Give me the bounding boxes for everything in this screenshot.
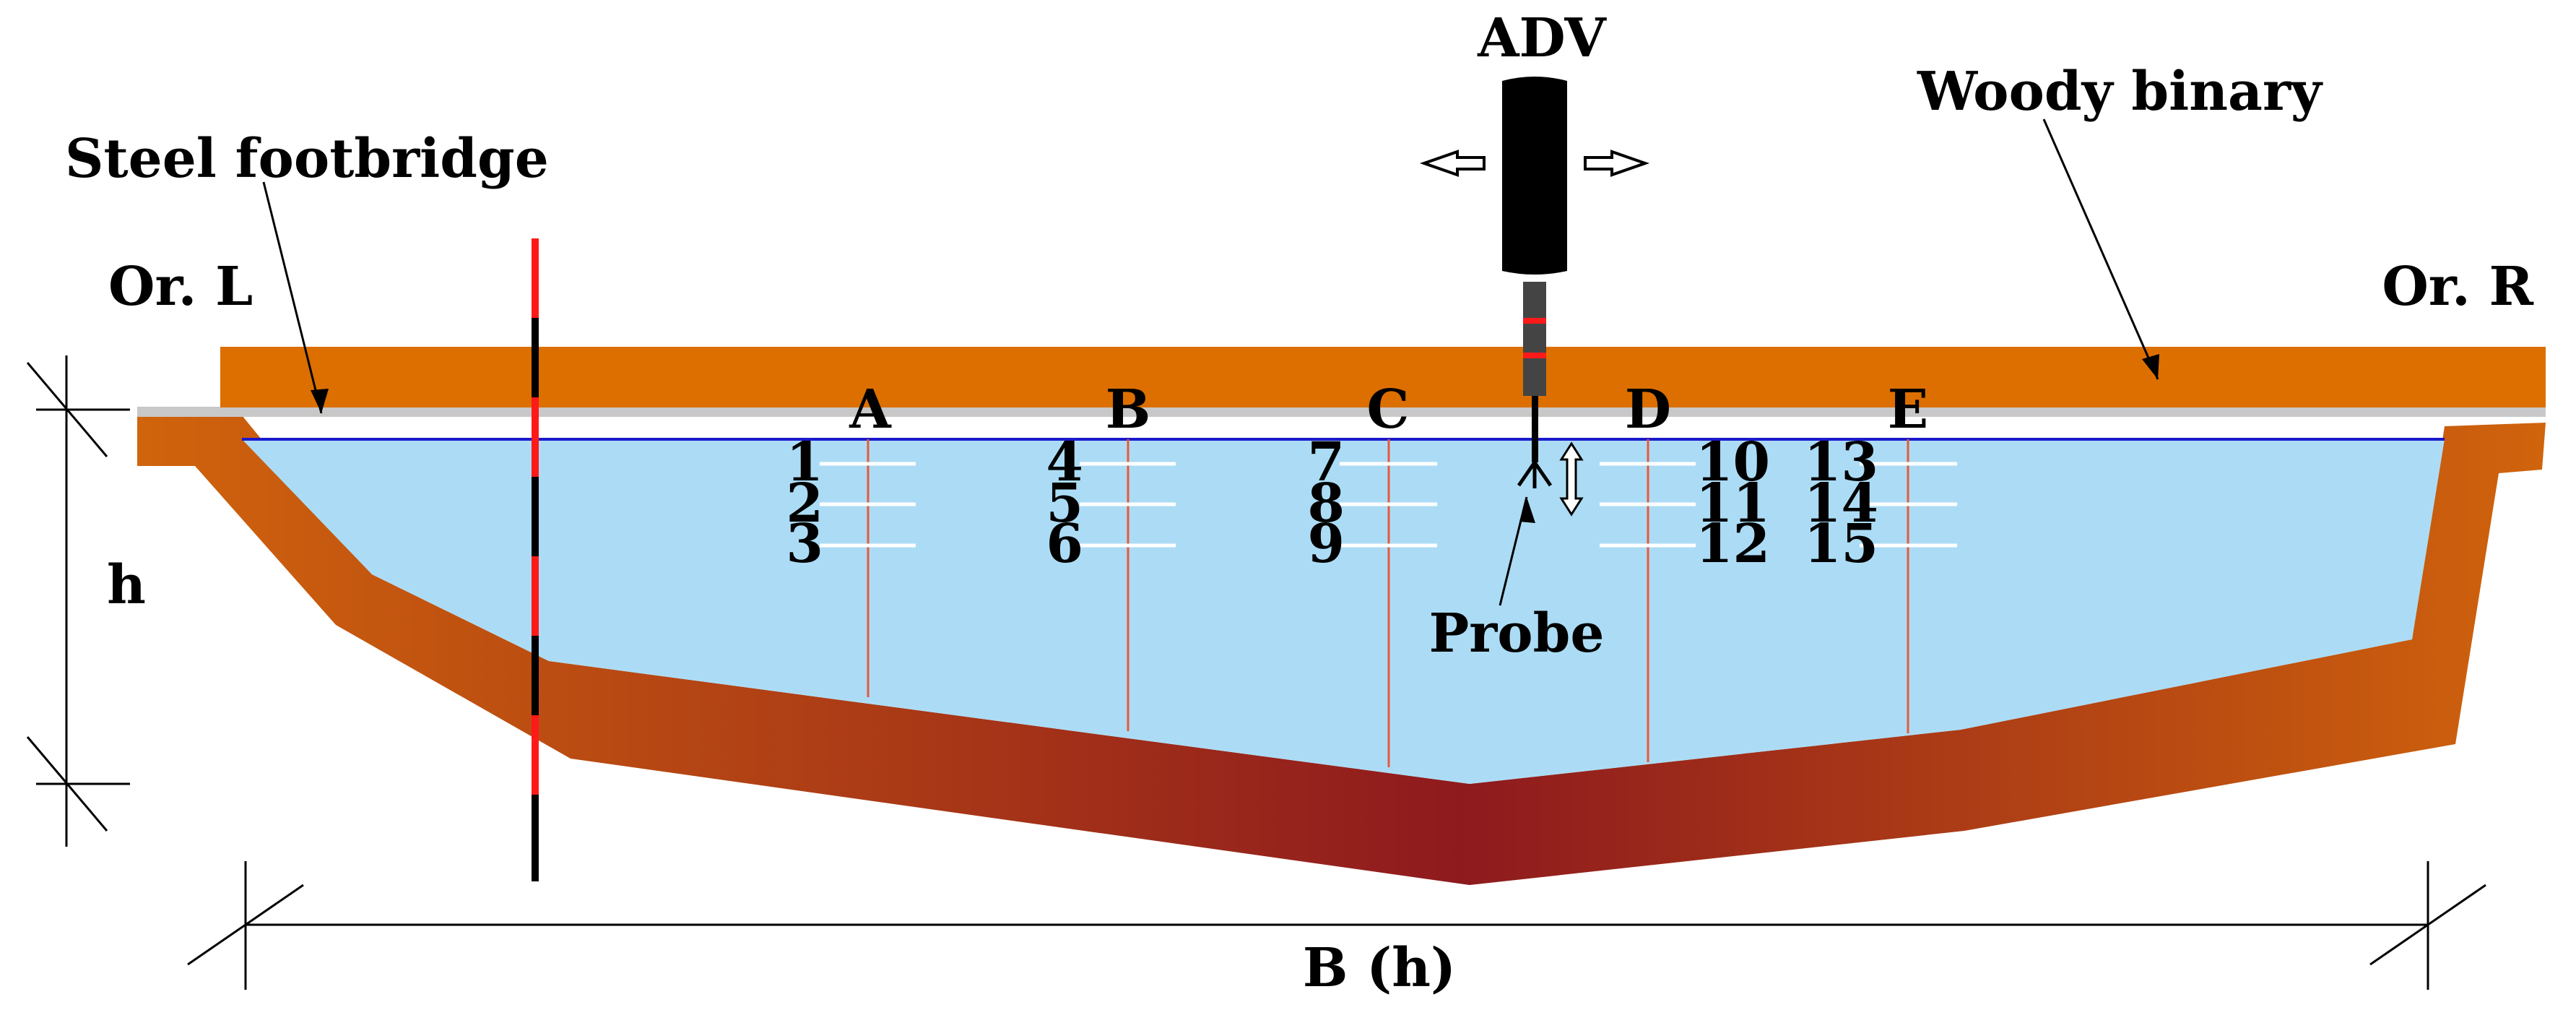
point-label-9: 9 (1308, 513, 1345, 575)
depth-label: h (107, 554, 146, 616)
vertical-label-e: E (1888, 379, 1928, 441)
adv-instrument (1419, 77, 1650, 517)
vertical-label-c: C (1367, 379, 1410, 441)
move-left-arrow (1419, 150, 1486, 177)
width-label: B (h) (1303, 937, 1456, 999)
adv-body (1502, 77, 1567, 275)
point-label-5: 5 (1046, 472, 1084, 535)
footbridge-leader (262, 181, 323, 414)
point-label-2: 2 (786, 472, 824, 535)
probe-label: Probe (1429, 603, 1605, 665)
staff-gauge (532, 238, 539, 881)
point-label-14: 14 (1804, 472, 1878, 535)
adv-stem (1532, 396, 1538, 462)
left-bank-label: Or. L (108, 256, 253, 318)
adv-label: ADV (1477, 7, 1607, 69)
point-label-8: 8 (1308, 472, 1345, 535)
width-dimension (187, 861, 2486, 990)
move-vertical-arrow (1559, 441, 1584, 517)
measuring-point-lines (820, 462, 1957, 548)
probe-leader-head (1519, 497, 1535, 523)
channel-bed (137, 415, 2546, 885)
woody-binary-leader-head (2142, 354, 2159, 379)
point-label-4: 4 (1046, 431, 1084, 493)
steel-footbridge-label: Steel footbridge (65, 128, 549, 190)
adv-mount (1523, 282, 1546, 396)
point-label-7: 7 (1308, 431, 1345, 493)
point-label-11: 11 (1696, 472, 1770, 535)
point-label-3: 3 (786, 513, 824, 575)
point-label-12: 12 (1696, 513, 1770, 575)
vertical-label-a: A (849, 379, 892, 441)
point-label-13: 13 (1804, 431, 1878, 493)
footbridge-leader-head (311, 389, 329, 413)
move-right-arrow (1584, 150, 1650, 177)
right-bank-label: Or. R (2382, 256, 2533, 318)
point-label-15: 15 (1804, 513, 1878, 575)
vertical-label-d: D (1625, 379, 1671, 441)
adv-probe-head (1517, 461, 1553, 488)
steel-footbridge-deck (137, 407, 2546, 417)
woody-binary-label: Woody binary (1917, 61, 2323, 123)
woody-binary-leader (2042, 118, 2159, 380)
water-body (242, 439, 2445, 784)
vertical-label-b: B (1106, 379, 1151, 441)
point-label-1: 1 (786, 431, 824, 493)
point-label-10: 10 (1696, 431, 1770, 493)
point-label-6: 6 (1046, 513, 1084, 575)
depth-dimension (26, 355, 130, 847)
